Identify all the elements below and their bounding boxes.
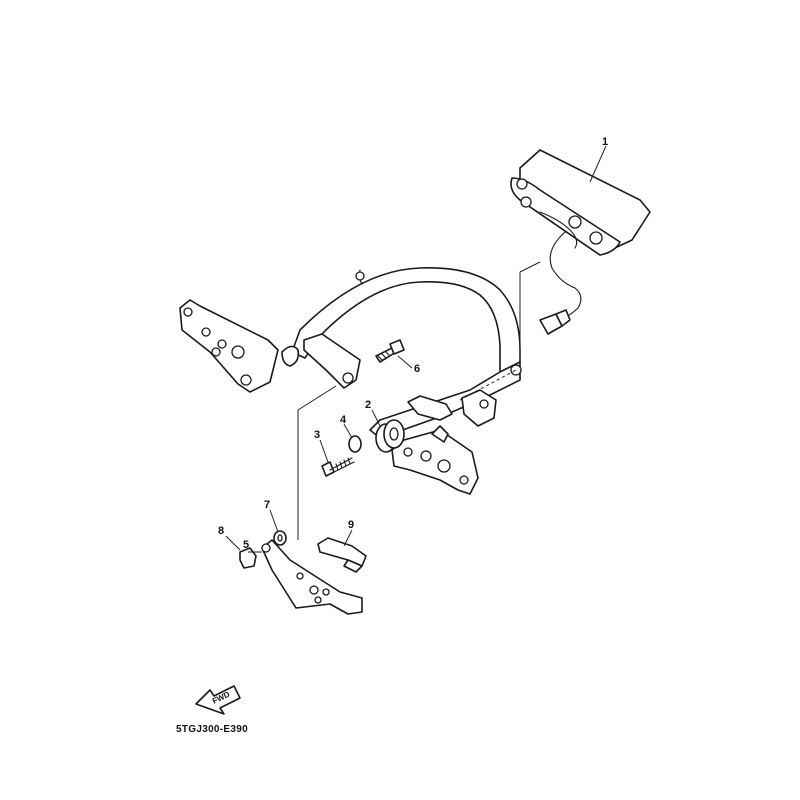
screw-3 (321, 457, 355, 477)
bracket-plate-5 (261, 539, 363, 615)
nut-8 (239, 547, 257, 569)
hook-9 (317, 537, 367, 573)
callout-6: 6 (414, 363, 420, 375)
callout-9: 9 (348, 519, 354, 531)
washer-7 (273, 530, 287, 546)
bolt-6 (375, 339, 405, 363)
washer-4 (348, 435, 362, 453)
callout-7: 7 (264, 499, 270, 511)
right-mount-bracket (391, 425, 479, 495)
callout-4: 4 (340, 414, 347, 426)
callout-3: 3 (314, 429, 320, 441)
callout-5: 5 (243, 539, 249, 551)
diagram-code: 5TGJ300-E390 (176, 724, 248, 735)
callout-2: 2 (365, 399, 371, 411)
forward-arrow-icon: FWD (195, 685, 241, 715)
leader-lines (225, 145, 607, 553)
grommet-2 (375, 419, 405, 453)
upper-stay (407, 389, 497, 427)
wiring-dashed-line (459, 369, 517, 401)
tail-light-assembly (510, 149, 651, 335)
center-mount-plate (303, 333, 361, 389)
callout-1: 1 (602, 136, 608, 148)
left-mount-bracket (179, 299, 300, 393)
callout-8: 8 (218, 525, 224, 537)
